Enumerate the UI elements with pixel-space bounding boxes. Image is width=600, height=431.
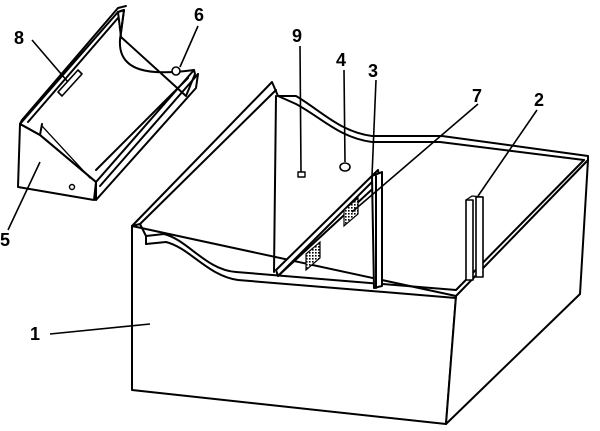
leader-1	[49, 323, 151, 335]
rod-left	[465, 199, 474, 281]
label-4: 4	[336, 50, 346, 70]
lid-rim	[19, 5, 127, 125]
lid	[17, 5, 199, 201]
leader-lines	[7, 25, 538, 335]
box-body	[131, 81, 589, 425]
mesh-patch-lower	[305, 240, 321, 272]
label-5: 5	[0, 230, 10, 250]
box-right-face	[445, 159, 589, 425]
box-rim	[131, 81, 589, 227]
lid-front-face	[17, 123, 97, 201]
lid-hole	[171, 66, 181, 76]
leader-6	[179, 25, 199, 68]
label-6: 6	[194, 5, 204, 25]
label-2: 2	[534, 90, 544, 110]
leader-7	[351, 103, 479, 213]
rods	[465, 195, 484, 281]
label-1: 1	[30, 324, 40, 344]
small-element	[297, 171, 306, 178]
mesh-patch-upper	[343, 196, 359, 228]
label-3: 3	[368, 61, 378, 81]
partition-plate	[275, 169, 381, 277]
lid-front-hole	[68, 183, 76, 191]
label-8: 8	[14, 28, 24, 48]
leader-5	[7, 161, 41, 231]
label-7: 7	[472, 86, 482, 106]
sensor-hole	[339, 162, 351, 172]
partition	[275, 169, 383, 289]
rod-right	[475, 196, 484, 278]
part-labels: 1 2 3 4 5 6 7 8 9	[0, 5, 544, 344]
leader-2	[477, 109, 538, 197]
label-9: 9	[292, 26, 302, 46]
leader-4	[343, 69, 346, 163]
leader-8	[31, 39, 69, 83]
leader-3	[371, 79, 377, 177]
lid-window	[57, 69, 83, 97]
leader-9	[299, 45, 302, 173]
